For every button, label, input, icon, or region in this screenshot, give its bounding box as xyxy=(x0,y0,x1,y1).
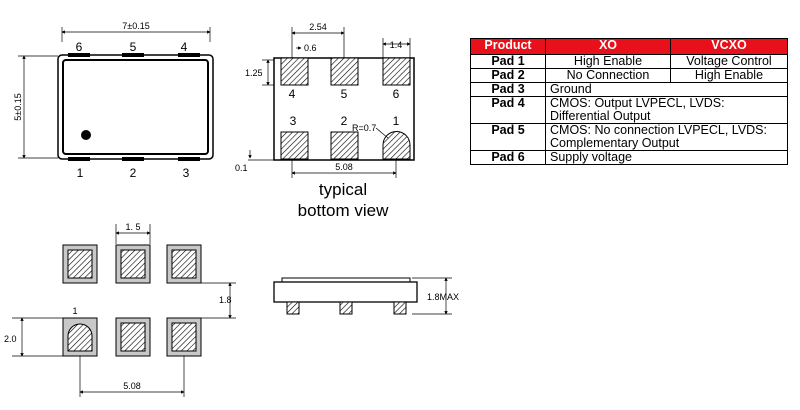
land-pad-1-inner xyxy=(67,323,93,352)
pad-tab xyxy=(68,157,90,161)
pin-label: 2 xyxy=(341,114,348,128)
header-vcxo: VCXO xyxy=(669,38,789,55)
land-pad-spacing-label: 1.8 xyxy=(219,295,232,305)
pin-label: 3 xyxy=(183,166,190,180)
land-span-label: 5.08 xyxy=(123,381,141,391)
land-pattern: 1. 5 1 1.8 2.0 5.08 xyxy=(4,222,236,397)
offset-dimension-label: 0.1 xyxy=(235,163,248,173)
side-height-label: 1.8MAX xyxy=(427,292,459,302)
pad-tab xyxy=(178,53,200,57)
pad-name-cell: Pad 3 xyxy=(470,82,546,97)
pin-label: 6 xyxy=(76,40,83,54)
pin1-indicator-dot xyxy=(81,130,91,140)
land-pad-height-label: 2.0 xyxy=(4,334,17,344)
pad-4 xyxy=(280,57,309,86)
pad-name-cell: Pad 6 xyxy=(470,150,546,165)
pad-5 xyxy=(330,57,359,86)
pad-height-dimension-label: 1.25 xyxy=(245,68,263,78)
pad-6 xyxy=(382,57,411,86)
pin-label: 4 xyxy=(181,40,188,54)
pad-tab xyxy=(122,53,144,57)
xo-cell: No Connection xyxy=(545,68,671,83)
pad-1 xyxy=(382,131,411,160)
pin-label: 3 xyxy=(290,114,297,128)
function-cell: Ground xyxy=(545,82,788,97)
side-pad xyxy=(286,301,300,315)
bottom-view-caption-line2: bottom view xyxy=(298,201,389,220)
side-view: 1.8MAX xyxy=(273,277,459,315)
table-row: Pad 1 High Enable Voltage Control xyxy=(470,54,789,69)
land-pad-inner xyxy=(171,249,197,279)
gap-dimension-label: 0.6 xyxy=(304,43,317,53)
pin-label: 5 xyxy=(341,87,348,101)
pad-2 xyxy=(330,131,359,160)
side-pad xyxy=(393,301,407,315)
pin-label: 1 xyxy=(393,114,400,128)
width-dimension-label: 7±0.15 xyxy=(122,21,149,31)
pad-tab xyxy=(122,157,144,161)
land-pad-inner xyxy=(171,322,197,352)
pin-label: 6 xyxy=(393,87,400,101)
pitch-dimension-label: 2.54 xyxy=(309,22,327,32)
vcxo-cell: High Enable xyxy=(669,68,789,83)
bottom-view: 2.54 0.6 1.4 1.25 4 5 6 3 2 1 R=0.7 xyxy=(235,22,415,220)
pin-label: 1 xyxy=(77,166,84,180)
table-row: Pad 5 CMOS: No connection LVPECL, LVDS: … xyxy=(470,123,788,151)
table-row: Pad 3 Ground xyxy=(470,82,788,97)
land-pin1-label: 1 xyxy=(72,306,77,316)
pin-label: 2 xyxy=(130,166,137,180)
pad-name-cell: Pad 2 xyxy=(470,68,546,83)
pad-width-dimension-label: 1.4 xyxy=(390,40,403,50)
side-pad xyxy=(339,301,353,315)
package-lid xyxy=(62,59,209,155)
top-view: 7±0.15 5±0.15 6 5 4 1 2 3 xyxy=(13,21,214,180)
height-dimension-label: 5±0.15 xyxy=(13,93,23,120)
land-pad-inner xyxy=(67,249,93,279)
header-product: Product xyxy=(470,38,546,55)
function-cell: Supply voltage xyxy=(545,150,788,165)
table-row: Pad 4 CMOS: Output LVPECL, LVDS: Differe… xyxy=(470,96,788,124)
land-pad-inner xyxy=(120,322,146,352)
radius-label: R=0.7 xyxy=(352,123,376,133)
table-header-row: Product XO VCXO xyxy=(470,38,789,55)
span-dimension-label: 5.08 xyxy=(335,162,353,172)
land-pad-inner xyxy=(120,249,146,279)
pad-tab xyxy=(178,157,200,161)
table-row: Pad 6 Supply voltage xyxy=(470,150,788,165)
pin-label: 4 xyxy=(289,87,296,101)
vcxo-cell: Voltage Control xyxy=(669,54,789,69)
xo-cell: High Enable xyxy=(545,54,671,69)
pad-name-cell: Pad 4 xyxy=(470,96,546,124)
pad-function-table: Product XO VCXO Pad 1 High Enable Voltag… xyxy=(470,38,789,165)
pin-label: 5 xyxy=(130,40,137,54)
pad-name-cell: Pad 1 xyxy=(470,54,546,69)
function-cell: CMOS: No connection LVPECL, LVDS: Comple… xyxy=(545,123,788,151)
function-cell: CMOS: Output LVPECL, LVDS: Differential … xyxy=(545,96,788,124)
pad-name-cell: Pad 5 xyxy=(470,123,546,151)
land-pad-width-label: 1. 5 xyxy=(125,222,140,232)
header-xo: XO xyxy=(545,38,671,55)
side-body xyxy=(273,281,418,303)
bottom-view-caption-line1: typical xyxy=(319,180,367,199)
pad-3 xyxy=(280,131,309,160)
table-row: Pad 2 No Connection High Enable xyxy=(470,68,789,83)
pad-tab xyxy=(68,53,90,57)
